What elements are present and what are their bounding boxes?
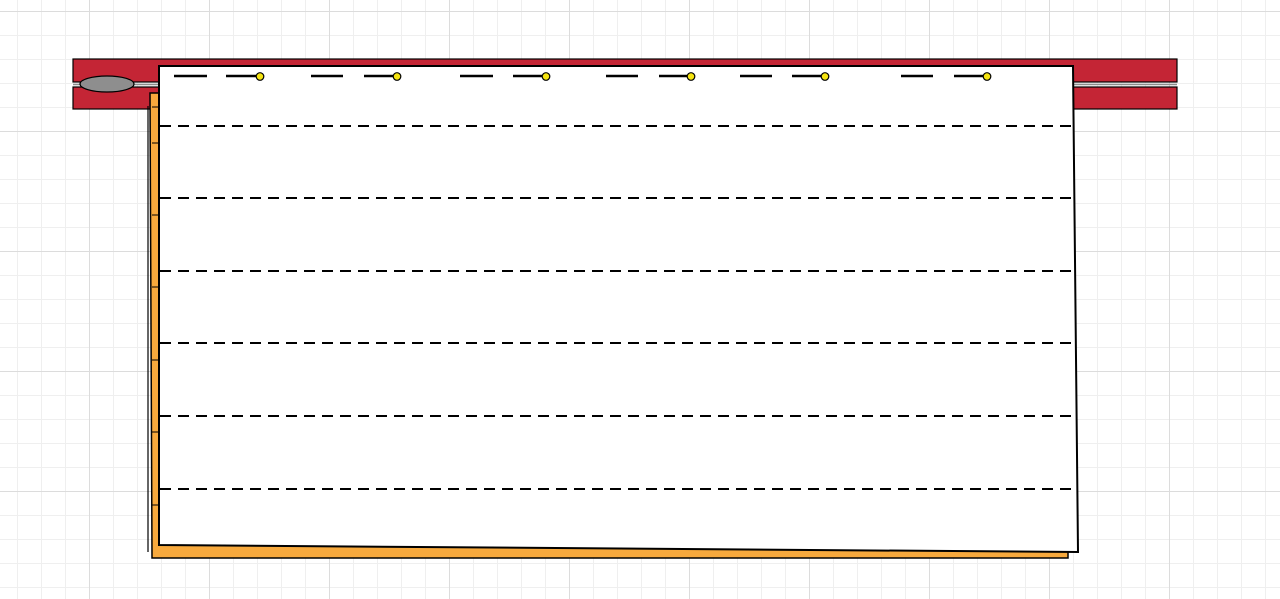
pin-marker[interactable] (541, 72, 551, 81)
pin-marker[interactable] (982, 72, 992, 81)
panel-left-edge-ticks (152, 106, 159, 506)
pin-markers (255, 72, 992, 81)
fabric-panel[interactable] (158, 65, 1080, 554)
rod-end-cap[interactable] (79, 75, 135, 93)
pin-marker[interactable] (686, 72, 696, 81)
pin-marker[interactable] (820, 72, 830, 81)
pin-marker[interactable] (392, 72, 402, 81)
pin-marker[interactable] (255, 72, 265, 81)
pleat-fold-lines (160, 125, 1073, 490)
